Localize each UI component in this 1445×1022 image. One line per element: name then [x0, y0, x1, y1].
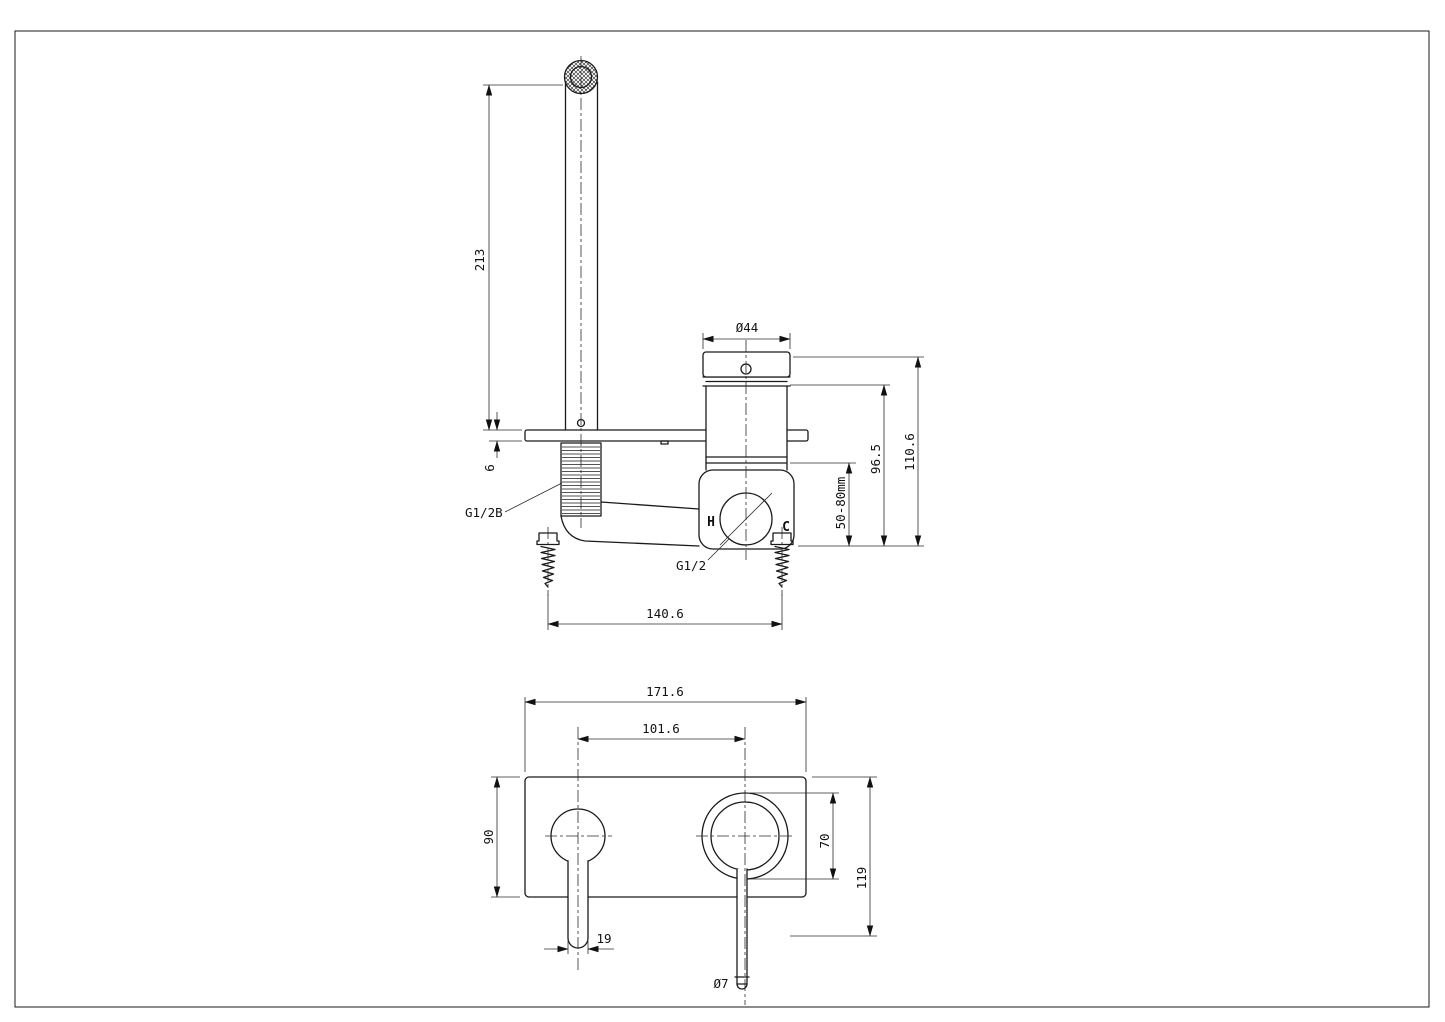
dim-plate-thickness: 6: [482, 412, 522, 472]
dim-spout-height: 213: [472, 84, 563, 431]
valve-housing: H C: [698, 377, 795, 550]
svg-text:Ø7: Ø7: [713, 976, 728, 991]
label-inlet-thread: G1/2B: [465, 482, 563, 520]
front-view: 171.6 101.6 90 70 119: [481, 684, 877, 1005]
dim-spout-stem-width: 19: [544, 931, 614, 954]
hot-label: H: [707, 515, 715, 530]
dim-body-height: 96.5: [790, 384, 890, 547]
dim-wall-depth-range: 50-80mm: [790, 462, 856, 547]
dim-hole-center-distance: 101.6: [577, 721, 746, 743]
svg-text:Ø44: Ø44: [736, 320, 759, 335]
dim-cartridge-diameter: Ø44: [702, 320, 791, 349]
svg-text:110.6: 110.6: [902, 433, 917, 471]
svg-text:96.5: 96.5: [868, 444, 883, 474]
dim-front-overall-height: 119: [790, 776, 877, 937]
side-view: H C: [465, 56, 924, 630]
wall-plate-front: [524, 776, 807, 898]
svg-text:G1/2B: G1/2B: [465, 505, 503, 520]
svg-text:101.6: 101.6: [642, 721, 680, 736]
mounting-screw-left: [536, 527, 560, 596]
svg-text:119: 119: [854, 867, 869, 890]
supply-pipe: [560, 501, 700, 547]
svg-text:213: 213: [472, 249, 487, 272]
svg-text:70: 70: [817, 833, 832, 848]
dim-overall-height: 110.6: [793, 356, 924, 547]
mounting-screw-right: [770, 527, 794, 596]
svg-text:171.6: 171.6: [646, 684, 684, 699]
svg-text:19: 19: [596, 931, 611, 946]
label-outlet-thread: G1/2: [676, 538, 730, 573]
dim-plate-width: 171.6: [524, 684, 807, 772]
dim-screw-spacing: 140.6: [547, 594, 783, 630]
handle-lever: [736, 868, 748, 990]
cartridge-body: [702, 351, 791, 471]
svg-text:90: 90: [481, 829, 496, 844]
svg-text:50-80mm: 50-80mm: [833, 477, 848, 530]
drawing-border: [14, 30, 1430, 1008]
svg-text:G1/2: G1/2: [676, 558, 706, 573]
dim-plate-height: 90: [481, 776, 520, 898]
cold-label: C: [782, 520, 790, 535]
wall-plate-side: [524, 429, 809, 445]
svg-text:6: 6: [482, 464, 497, 472]
label-lever-diameter: Ø7: [713, 976, 728, 991]
svg-text:140.6: 140.6: [646, 606, 684, 621]
dim-handle-diameter: 70: [750, 792, 839, 880]
